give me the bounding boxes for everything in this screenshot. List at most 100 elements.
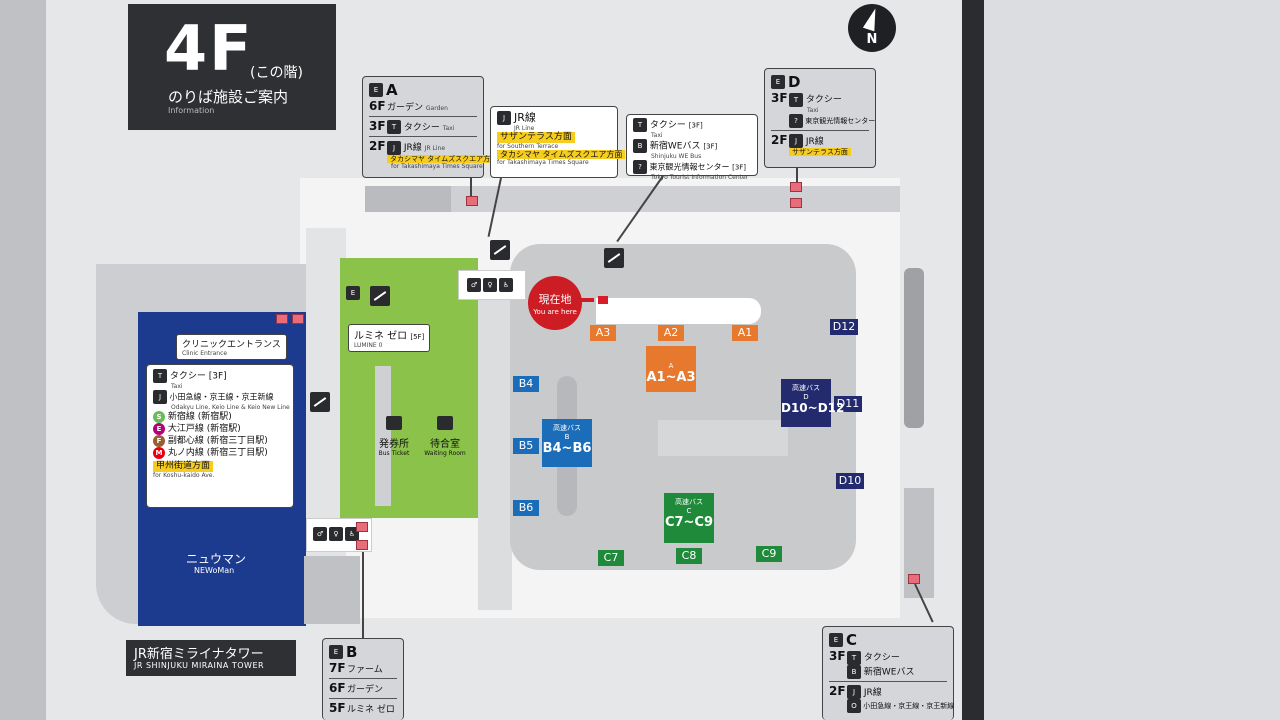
clinic-entrance-label: クリニックエントランス Clinic Entrance <box>176 334 287 360</box>
north-walkway-west <box>365 186 451 212</box>
terminal-sidewalk <box>596 298 761 324</box>
stop-group-tag: 高速バス <box>553 424 581 432</box>
exit-b-marker <box>356 540 368 550</box>
taxi-label-en: Taxi <box>651 132 663 139</box>
bus-stop-d12: D12 <box>830 319 858 335</box>
floor-label: 6F <box>369 99 386 113</box>
compass-label: N <box>866 32 878 47</box>
board-frame <box>958 0 984 720</box>
concourse-divider <box>375 366 391 506</box>
stop-group-range: B4~B6 <box>542 441 592 456</box>
callout-letter: B <box>346 643 358 661</box>
bus-icon: B <box>847 664 861 679</box>
ticket-label-en: Bus Ticket <box>378 450 410 457</box>
wall <box>982 0 1280 720</box>
callout-taxi-bus: T タクシー [3F] Taxi B 新宿WEバス [3F] Shinjuku … <box>626 114 758 181</box>
north-arrow-icon <box>862 6 882 32</box>
compass-icon: N <box>848 4 896 52</box>
escalator-icon <box>370 286 390 306</box>
destination: タクシー <box>805 95 842 105</box>
transfer-item: 小田急線・京王線・京王新線 <box>169 392 274 402</box>
info-floor: [3F] <box>732 163 747 172</box>
bus-stop-d10: D10 <box>836 473 864 489</box>
info-label: 東京観光情報センター <box>649 162 730 172</box>
callout-letter: A <box>386 81 398 99</box>
taxi-icon: T <box>633 118 647 132</box>
destination: タクシー <box>863 653 900 663</box>
restroom-icon: ♂ <box>467 277 481 292</box>
direction-highlight-en: for Koshu-kaido Ave. <box>153 471 215 479</box>
floor-header: 4F (この階) のりば施設ご案内 Information <box>128 4 336 130</box>
floor-label: 6F <box>329 680 346 695</box>
newoman-label-en: NEWoMan <box>194 566 235 575</box>
stop-group-sub: D <box>803 393 809 401</box>
stop-group-range: A1~A3 <box>646 370 696 385</box>
transfer-item-en: Taxi <box>171 383 183 390</box>
floor-label: 3F <box>771 91 788 105</box>
escalator-icon <box>310 392 330 412</box>
taxi-icon: T <box>387 120 401 135</box>
floor-note: (この階) <box>250 65 303 81</box>
waiting-icon <box>437 416 453 430</box>
leader-line <box>796 168 798 182</box>
subway-badge-icon: F <box>153 435 165 447</box>
destination: ファーム <box>347 665 383 675</box>
exit-b-marker <box>356 522 368 532</box>
lumine-label-en: LUMINE 0 <box>354 342 383 349</box>
here-pointer <box>578 298 594 302</box>
destination-en: JR Line <box>424 145 446 153</box>
elevator-icon: E <box>369 83 383 97</box>
bus-stop-c7: C7 <box>598 550 624 566</box>
stop-group-b: 高速バス B B4~B6 <box>542 419 592 467</box>
destination: ルミネ ゼロ <box>347 704 395 715</box>
destination: 小田急線・京王線・京王新線 <box>863 702 955 710</box>
floor-label: 3F <box>369 118 386 133</box>
bus-stop-b4: B4 <box>513 376 539 392</box>
bus-label: 新宿WEバス <box>649 141 701 152</box>
stop-group-c: 高速バス C C7~C9 <box>664 493 714 543</box>
north-walkway <box>365 186 900 212</box>
transfer-item: タクシー [3F] <box>169 371 227 382</box>
destination: ガーデン <box>347 684 384 695</box>
destination: JR線 <box>863 687 882 698</box>
taxi-icon: T <box>789 92 803 107</box>
waiting-room: 待合室 Waiting Room <box>420 416 470 457</box>
clinic-marker <box>292 314 304 324</box>
destination: JR線 <box>805 136 824 147</box>
info-icon: ? <box>633 160 647 174</box>
destination: タクシー <box>403 122 440 133</box>
exit-c-marker <box>908 574 920 584</box>
jr-title-en: JR Line <box>514 125 535 132</box>
elevator-icon: E <box>329 645 343 659</box>
destination-en: Taxi <box>442 124 455 132</box>
taxi-icon: T <box>847 650 861 665</box>
exit-d-marker <box>790 198 802 208</box>
exit-d-marker <box>790 182 802 192</box>
direction-highlight: 甲州街道方面 <box>153 461 214 472</box>
direction-highlight-en: for Takashimaya Times Square <box>497 159 589 167</box>
subway-badge-icon: E <box>153 423 165 435</box>
destination-en: Taxi <box>807 106 819 114</box>
taxi-floor: [3F] <box>688 121 703 130</box>
bus-stop-c9: C9 <box>756 546 782 562</box>
bus-stop-a2: A2 <box>658 325 684 341</box>
callout-letter: C <box>846 631 858 649</box>
clinic-label-en: Clinic Entrance <box>182 350 228 357</box>
train-icon: J <box>387 140 401 155</box>
stop-group-sub: B <box>564 433 570 441</box>
stop-group-range: C7~C9 <box>664 515 714 530</box>
stop-group-sub: C <box>686 507 692 515</box>
transfer-item: 大江戸線 (新宿駅) <box>167 424 241 434</box>
accessible-icon: ♿ <box>499 277 513 292</box>
stop-group-range: D10~D12 <box>781 401 845 415</box>
current-location-marker <box>598 296 608 304</box>
transfer-item: 丸ノ内線 (新宿三丁目駅) <box>167 448 268 458</box>
header-title-en: Information <box>168 106 215 115</box>
stop-group-a: A A1~A3 <box>646 346 696 392</box>
you-are-here-badge: 現在地 You are here <box>528 276 582 330</box>
clinic-label: クリニックエントランス <box>182 340 281 350</box>
direction-highlight: タカシマヤ タイムズスクエア方面 <box>497 149 626 160</box>
